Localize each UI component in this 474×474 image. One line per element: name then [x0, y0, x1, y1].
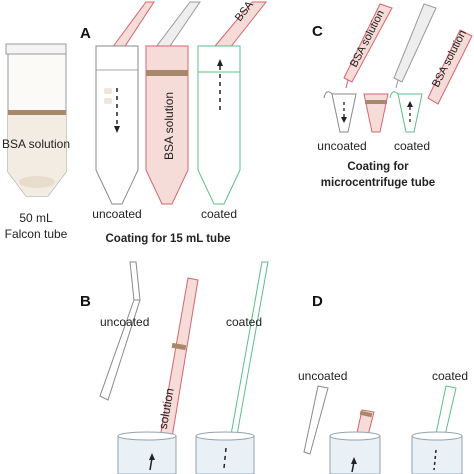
panel-a-uncoated-label: uncoated: [92, 207, 141, 221]
panel-c-pipette-2: [393, 3, 437, 89]
falcon-tube-liquid: [8, 114, 66, 196]
panel-c-coated-microtube: [389, 91, 423, 133]
panel-d-coated-label: coated: [432, 369, 468, 383]
panel-c-bsa-microtube: [363, 93, 389, 133]
panel-c-uncoated-microtube: [323, 91, 357, 133]
panel-c-pipette-1: BSA solution: [343, 3, 393, 89]
panel-c-uncoated-label: uncoated: [317, 139, 366, 153]
panel-b-uncoated-pipette: [99, 261, 141, 401]
panel-a-bsa-tube: BSA solution: [145, 45, 189, 205]
panel-label-b: B: [80, 293, 91, 310]
falcon-tube-cap: [5, 43, 67, 55]
panel-b-beaker-2: [195, 431, 255, 474]
panel-b-beaker-1: [117, 431, 177, 474]
panel-c-pipette-1-label: BSA solution: [348, 8, 387, 69]
panel-a-coated-label: coated: [201, 207, 237, 221]
panel-b-coated-pipette: [223, 261, 269, 474]
panel-label-d: D: [312, 293, 323, 310]
panel-d-uncoated-label: uncoated: [298, 369, 347, 383]
panel-b-coated-label: coated: [226, 315, 262, 329]
panel-c-caption-line2: microcentrifuge tube: [321, 177, 435, 189]
panel-a-bsa-tube-label: BSA solution: [162, 92, 176, 160]
falcon-name-label: Falcon tube: [5, 227, 68, 241]
panel-b-uncoated-label: uncoated: [100, 315, 149, 329]
falcon-tube-bottom-shade: [19, 176, 55, 188]
panel-d-uncoated-tip: [303, 385, 329, 455]
falcon-solution-label: BSA solution: [2, 137, 70, 151]
panel-label-c: C: [312, 23, 323, 40]
falcon-tube-liquid-surface: [8, 110, 66, 115]
panel-a-coated-tube: [197, 45, 241, 205]
panel-d-beaker-2: [411, 431, 463, 474]
falcon-volume-label: 50 mL: [19, 211, 53, 225]
panel-label-a: A: [80, 25, 91, 42]
panel-c-coated-label: coated: [394, 139, 430, 153]
falcon-tube: BSA solution 50 mL Falcon tube: [2, 43, 70, 241]
panel-c-caption-line1: Coating for: [347, 161, 409, 173]
panel-c-pipette-3: BSA solution: [427, 28, 473, 105]
panel-a-caption: Coating for 15 mL tube: [105, 233, 230, 245]
panel-a-uncoated-tube: [95, 45, 139, 205]
panel-d-beaker-1: [329, 431, 381, 474]
